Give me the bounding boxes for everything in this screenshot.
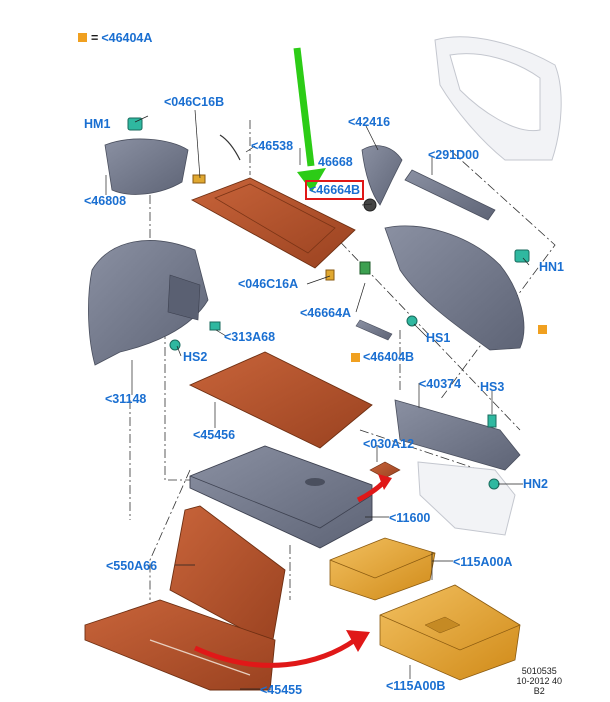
- left-quarter-trim-panel: [88, 240, 209, 366]
- reference-date: 10-2012 40: [516, 676, 562, 686]
- load-floor-panel: [189, 445, 373, 549]
- clip-hm1: [127, 117, 143, 131]
- marker-46404-square-2: [351, 353, 360, 362]
- label-313a68[interactable]: <313A68: [224, 330, 276, 344]
- label-hn1[interactable]: HN1: [539, 260, 565, 274]
- reference-block: 5010535 10-2012 40 B2: [516, 666, 562, 696]
- label-hs1[interactable]: HS1: [426, 331, 451, 345]
- label-45455[interactable]: <45455: [260, 683, 303, 697]
- label-11600[interactable]: <11600: [389, 511, 431, 525]
- clip-313a68: [209, 321, 221, 331]
- label-46664b-highlighted[interactable]: <46664B: [305, 180, 365, 200]
- label-hm1[interactable]: HM1: [84, 117, 111, 131]
- clip-046c16a: [325, 269, 335, 281]
- small-bracket: [355, 319, 393, 341]
- leader-lines: [105, 109, 530, 690]
- right-quarter-trim-panel: [384, 225, 525, 351]
- label-hs3[interactable]: HS3: [480, 380, 505, 394]
- label-46664a[interactable]: <46664A: [300, 306, 352, 320]
- label-030a12[interactable]: <030A12: [363, 437, 415, 451]
- label-40374[interactable]: <40374: [419, 377, 462, 391]
- label-31148[interactable]: <31148: [105, 392, 147, 406]
- tailgate: [434, 36, 562, 161]
- clip-hs1: [406, 315, 418, 327]
- label-hs2[interactable]: HS2: [183, 350, 208, 364]
- reference-number: 5010535: [521, 666, 557, 676]
- clip-hn1: [514, 249, 530, 263]
- red-arrow-small: [356, 474, 392, 503]
- label-291d00[interactable]: <291D00: [428, 148, 480, 162]
- cable-46668: [219, 134, 241, 161]
- label-46668[interactable]: 46668: [318, 155, 353, 169]
- rear-scuff-plate: [394, 399, 521, 471]
- label-45456[interactable]: <45456: [193, 428, 236, 442]
- load-floor-cover-upper: [190, 177, 356, 269]
- label-115a00a[interactable]: <115A00A: [453, 555, 513, 569]
- label-046c16a[interactable]: <046C16A: [238, 277, 299, 291]
- red-arrow-large: [193, 630, 370, 668]
- bottom-floor-tray: [84, 599, 276, 691]
- pillar-trim: [361, 145, 403, 206]
- clip-046c16b: [192, 174, 206, 184]
- label-42416[interactable]: <42416: [348, 115, 391, 129]
- light-46664b: [363, 198, 377, 212]
- clip-hn2: [488, 478, 500, 490]
- legend-orange-square-icon: [78, 33, 87, 42]
- small-pad: [369, 461, 401, 479]
- floor-mat: [188, 351, 373, 449]
- label-115a00b[interactable]: <115A00B: [386, 679, 446, 693]
- legend-part: <46404A: [101, 31, 153, 45]
- foam-storage-lid: [329, 537, 436, 601]
- scuff-strip: [404, 169, 496, 221]
- foam-storage-tray: [379, 584, 521, 681]
- label-hn2[interactable]: HN2: [523, 477, 549, 491]
- clip-hs2: [169, 339, 181, 351]
- green-callout-arrow: [293, 47, 326, 192]
- clip-hs3: [487, 414, 497, 428]
- folding-floor-board: [169, 505, 286, 646]
- upper-left-trim: [104, 138, 189, 195]
- legend-equals: =: [91, 31, 99, 45]
- reference-code: B2: [533, 686, 545, 696]
- label-46808[interactable]: <46808: [84, 194, 127, 208]
- label-550a66[interactable]: <550A66: [106, 559, 158, 573]
- marker-46404-square-1: [538, 325, 547, 334]
- legend: =<46404A: [78, 31, 152, 45]
- label-46404b[interactable]: <46404B: [363, 350, 415, 364]
- label-046c16b[interactable]: <046C16B: [164, 95, 225, 109]
- label-46538[interactable]: <46538: [251, 139, 294, 153]
- body-panel-outline: [417, 461, 516, 536]
- strap-46664a-clip: [359, 261, 371, 275]
